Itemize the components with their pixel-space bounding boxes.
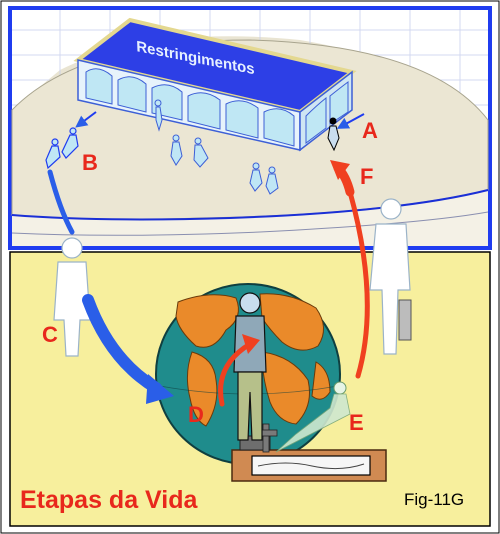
flow-arrow-d <box>218 334 260 407</box>
label-f: F <box>360 164 374 189</box>
panel-title: Etapas da Vida <box>20 486 198 514</box>
walker-figure <box>154 99 163 132</box>
label-b: B <box>82 150 98 175</box>
person-figure-f <box>369 198 412 355</box>
label-a: A <box>362 118 378 143</box>
exit-figures-b <box>45 111 97 170</box>
label-d: D <box>188 402 204 427</box>
label-c: C <box>42 322 58 347</box>
walker-figure <box>249 162 263 192</box>
walker-figure <box>193 137 209 168</box>
spirit-figure-e <box>275 381 351 453</box>
label-e: E <box>349 410 364 435</box>
figure-reference: Fig-11G <box>404 490 465 509</box>
person-figure-c <box>53 237 91 357</box>
restringimentos-building <box>73 17 357 152</box>
running-figure <box>61 127 79 159</box>
flow-arrow-red <box>330 160 370 379</box>
running-figure <box>45 138 61 170</box>
plaza-people <box>154 99 279 195</box>
flow-arrow-blue <box>47 169 174 404</box>
walker-figure <box>265 166 279 195</box>
walker-figure <box>170 134 183 166</box>
entrant-figure-a <box>327 113 365 152</box>
